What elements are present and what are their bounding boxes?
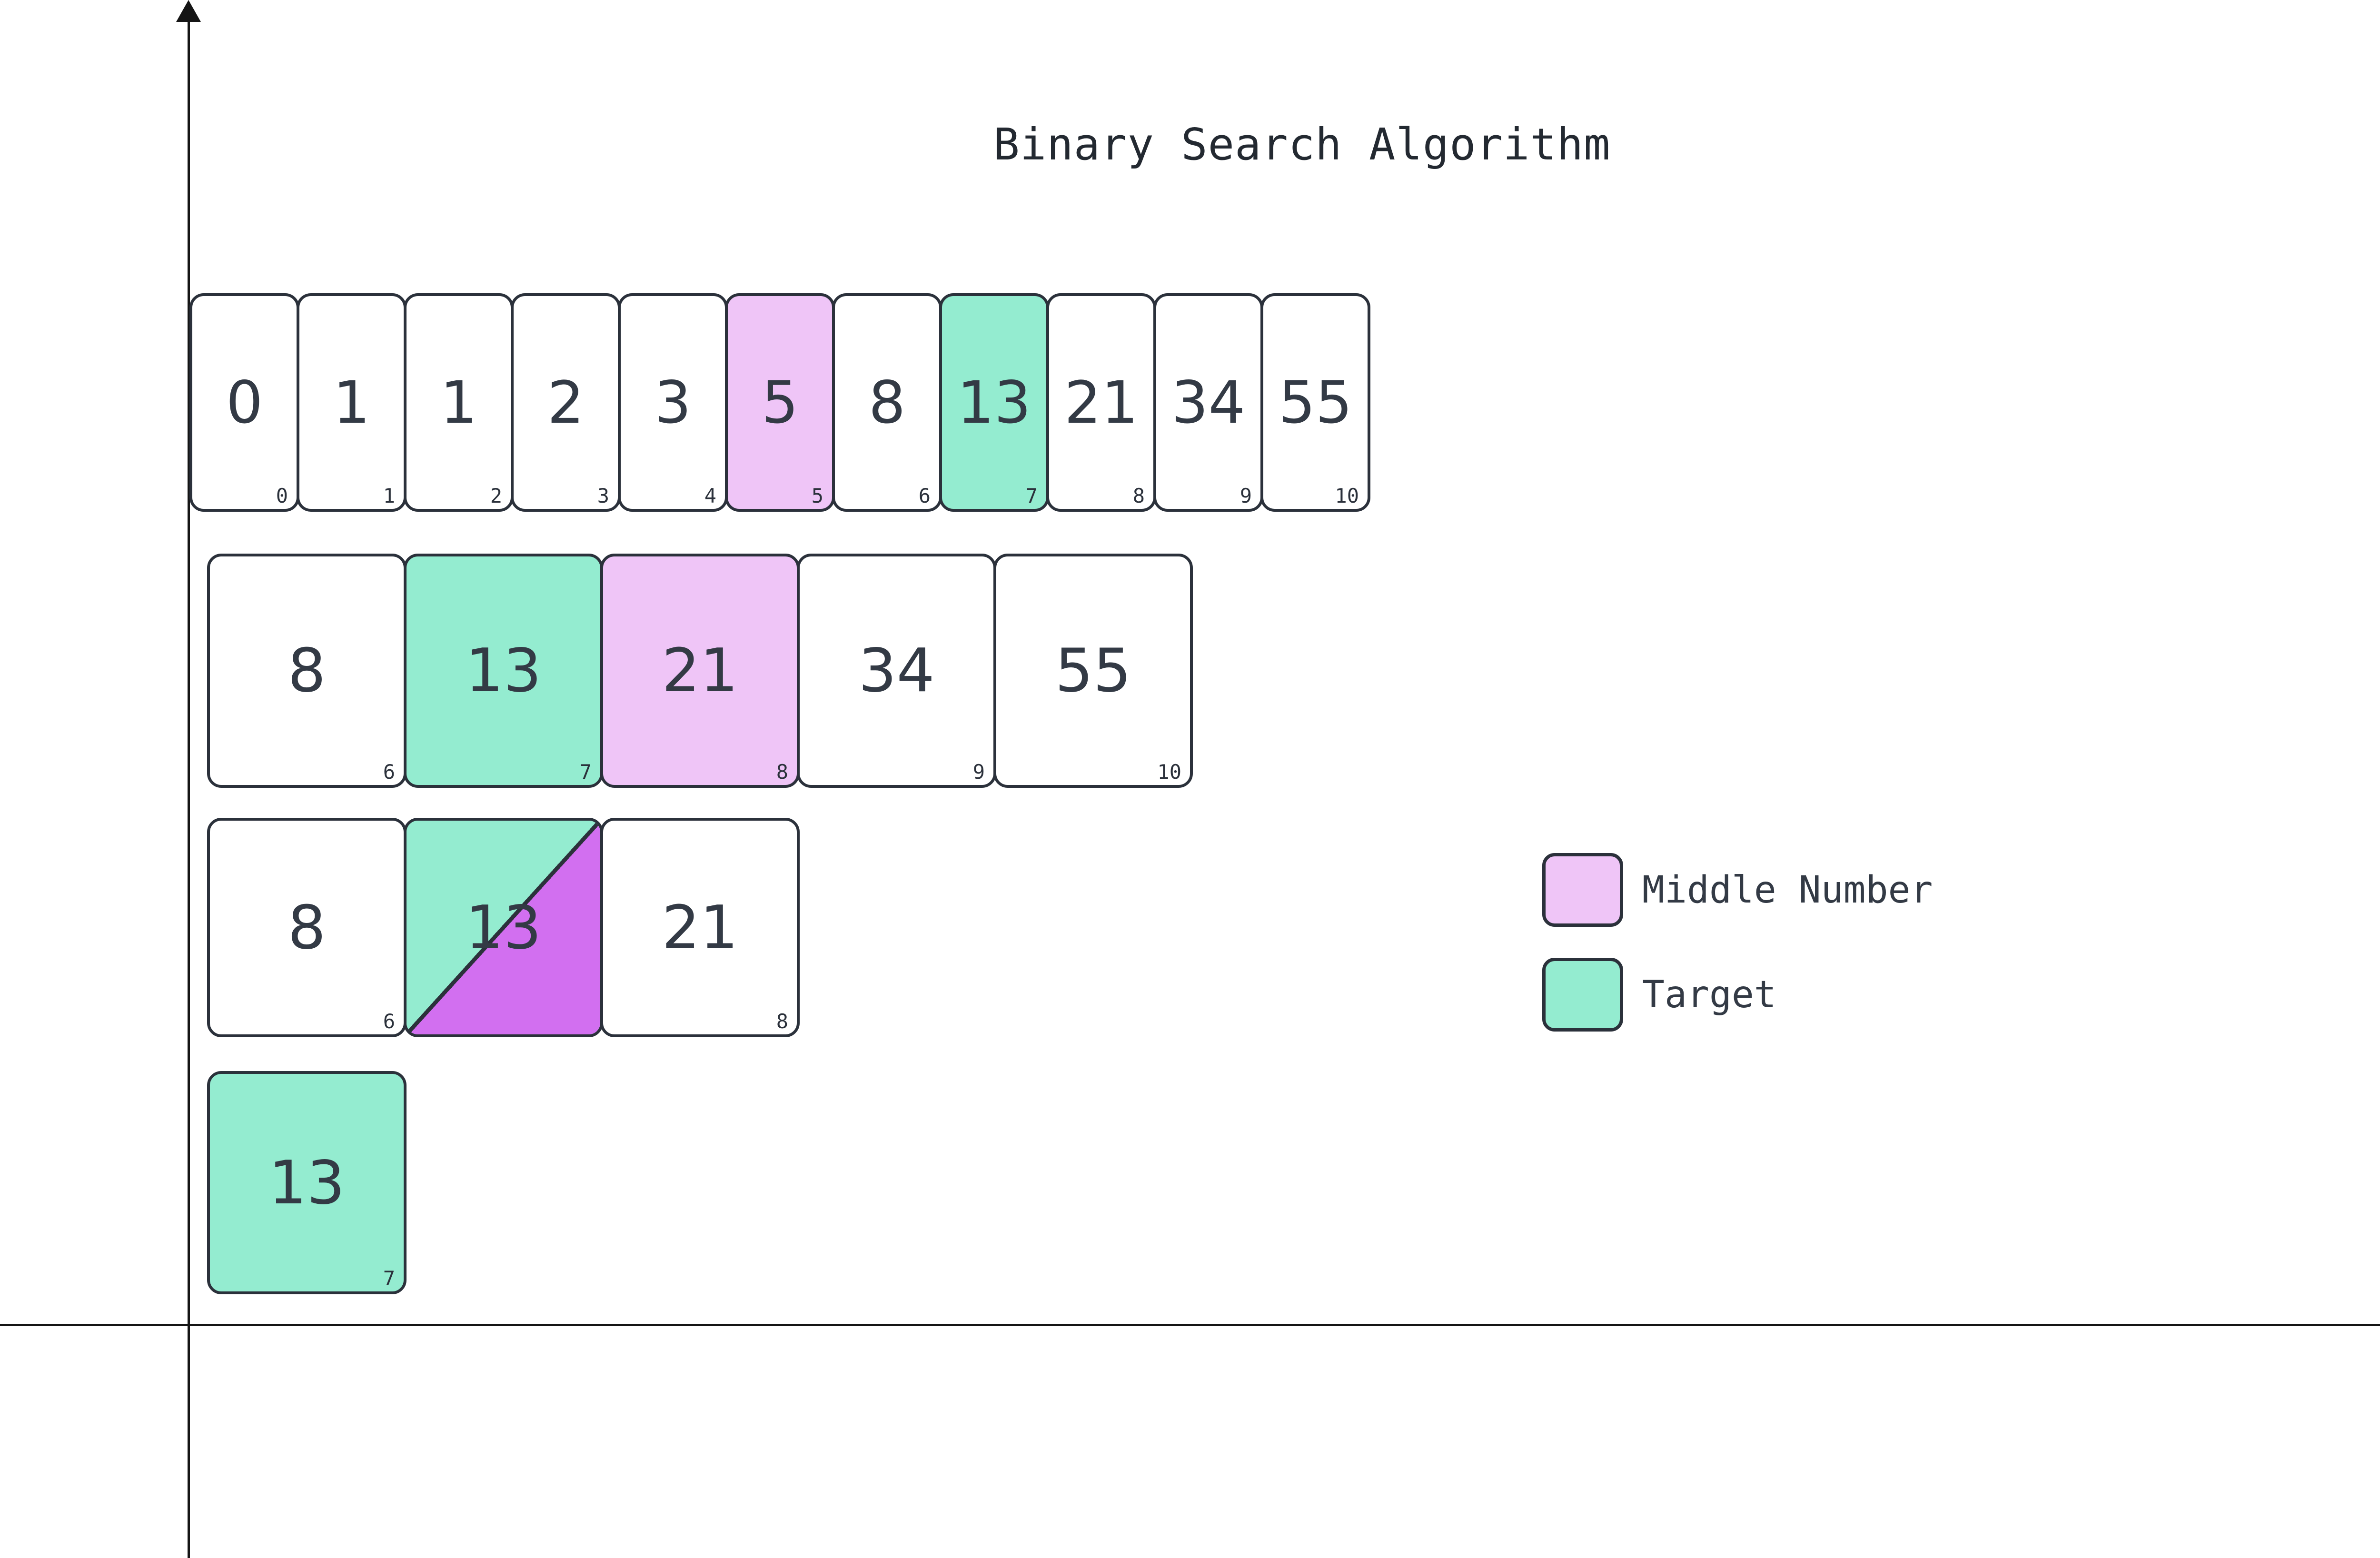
array-cell-value: 2 — [547, 368, 585, 437]
y-axis-arrow-icon — [176, 0, 201, 22]
legend-label: Middle Number — [1642, 868, 1933, 912]
array-cell-value: 8 — [288, 635, 326, 705]
array-cell-index: 1 — [383, 484, 395, 507]
array-cell-value: 55 — [1055, 635, 1131, 705]
array-row-step-4: 13 7 — [207, 1071, 407, 1294]
x-axis-line — [0, 1324, 2380, 1326]
page-title: Binary Search Algorithm — [993, 119, 1611, 170]
array-cell-index: 8 — [1132, 484, 1145, 507]
array-cell-value: 21 — [662, 635, 738, 705]
array-cell-value: 21 — [1064, 368, 1139, 437]
array-cell-value: 55 — [1278, 368, 1353, 437]
array-cell-index: 8 — [776, 1010, 788, 1033]
array-cell-index: 7 — [579, 760, 592, 784]
array-cell-index: 3 — [597, 484, 609, 507]
array-cell-value: 21 — [662, 892, 738, 963]
array-cell: 13 7 — [404, 554, 603, 788]
array-cell-value: 34 — [858, 635, 935, 705]
array-cell-index: 8 — [776, 760, 788, 784]
array-cell-index: 9 — [972, 760, 985, 784]
array-cell-index: 0 — [276, 484, 288, 507]
y-axis-line — [188, 9, 190, 1558]
legend-item: Target — [1542, 958, 1933, 1032]
array-cell: 13 — [404, 818, 603, 1037]
array-cell-index: 6 — [383, 760, 395, 784]
array-cell-index: 5 — [811, 484, 823, 507]
array-cell-index: 7 — [383, 1267, 395, 1290]
array-cell-value: 3 — [654, 368, 692, 437]
array-cell: 34 9 — [1153, 293, 1263, 512]
array-cell-value: 0 — [226, 368, 263, 437]
array-cell: 21 8 — [1046, 293, 1156, 512]
array-cell-value: 13 — [465, 892, 542, 963]
legend-item: Middle Number — [1542, 853, 1933, 927]
array-cell: 34 9 — [797, 554, 996, 788]
array-cell-value: 8 — [868, 368, 906, 437]
array-cell: 21 8 — [600, 554, 800, 788]
split-highlight-triangle — [407, 821, 600, 1034]
array-cell-index: 6 — [918, 484, 931, 507]
array-cell-value: 5 — [761, 368, 799, 437]
array-cell: 55 10 — [1260, 293, 1370, 512]
array-cell-index: 4 — [704, 484, 716, 507]
array-cell-index: 10 — [1157, 760, 1181, 784]
legend-label: Target — [1642, 973, 1776, 1016]
array-cell: 13 7 — [207, 1071, 407, 1294]
array-cell: 13 7 — [939, 293, 1049, 512]
array-cell-index: 9 — [1240, 484, 1252, 507]
array-cell-value: 13 — [957, 368, 1031, 437]
array-cell-value: 1 — [440, 368, 477, 437]
array-cell-value: 34 — [1171, 368, 1246, 437]
legend-swatch-target — [1542, 958, 1623, 1032]
array-cell-value: 13 — [268, 1147, 345, 1218]
array-cell-value: 1 — [333, 368, 370, 437]
array-cell-value: 13 — [465, 635, 542, 705]
array-cell-value: 8 — [288, 892, 326, 963]
array-cell-index: 2 — [490, 484, 502, 507]
array-cell-index: 6 — [383, 1010, 395, 1033]
array-cell-index: 10 — [1335, 484, 1359, 507]
array-cell-index: 7 — [1025, 484, 1038, 507]
array-cell: 21 8 — [600, 818, 800, 1037]
legend-swatch-middle — [1542, 853, 1623, 927]
array-cell: 55 10 — [993, 554, 1193, 788]
